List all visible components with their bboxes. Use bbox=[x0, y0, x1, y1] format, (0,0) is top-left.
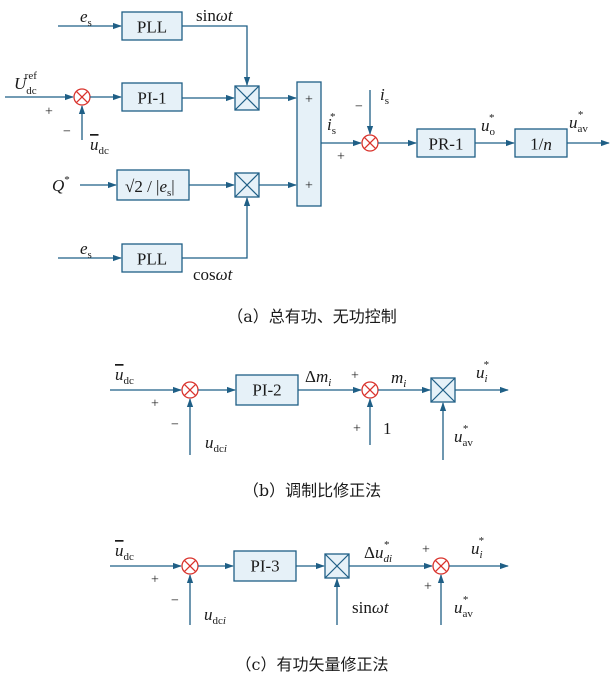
uav-star-label-b: uav* bbox=[454, 423, 473, 449]
dudi-label: Δudi* bbox=[364, 539, 392, 565]
pll-top-label: PLL bbox=[137, 18, 167, 37]
uav-star-label-c: uav* bbox=[454, 594, 473, 620]
b-sum2-plus-left: + bbox=[351, 369, 359, 384]
es-bottom-label: es bbox=[80, 239, 92, 261]
c-sum1-plus: + bbox=[151, 573, 159, 588]
caption-c: （c）有功矢量修正法 bbox=[236, 655, 389, 674]
c-sum1-minus: − bbox=[171, 594, 179, 609]
sum1-plus: + bbox=[45, 105, 53, 120]
adder-block bbox=[296, 81, 322, 207]
sum2-plus: + bbox=[337, 150, 345, 165]
udc-label-b: udc bbox=[115, 365, 134, 387]
pi1-label: PI-1 bbox=[137, 89, 166, 108]
dmi-label: Δmi bbox=[305, 367, 331, 389]
pll-bottom-block bbox=[121, 243, 183, 273]
caption-a: （a）总有功、无功控制 bbox=[227, 307, 397, 326]
sqrt-gain-block bbox=[116, 169, 190, 201]
adder-plus-top: + bbox=[305, 93, 313, 108]
is-star-label: is* bbox=[327, 111, 336, 137]
pll-bottom-label: PLL bbox=[137, 250, 167, 269]
udc-label-c: udc bbox=[115, 541, 134, 563]
pr1-block bbox=[416, 128, 476, 158]
pi2-block bbox=[235, 374, 299, 406]
udc-ref-label: Udcref bbox=[14, 70, 37, 97]
udc-feedback-label: udc bbox=[90, 135, 109, 157]
diagram-b: PI-2 udc + − udci Δmi + + 1 mi ui* uav* … bbox=[110, 359, 509, 500]
udci-label-b: udci bbox=[205, 433, 227, 455]
sqrt-gain-text: √2 / |es| bbox=[125, 177, 175, 199]
b-sum1-minus: − bbox=[171, 418, 179, 433]
cos-label: cosωt bbox=[193, 265, 234, 284]
es-top-label: es bbox=[80, 7, 92, 29]
c-sum2-plus-left: + bbox=[422, 543, 430, 558]
caption-b: （b）调制比修正法 bbox=[243, 481, 381, 500]
pr1-label: PR-1 bbox=[429, 135, 464, 154]
sum2-minus: − bbox=[355, 100, 363, 115]
one-over-n-block bbox=[514, 128, 568, 158]
pi3-label: PI-3 bbox=[250, 557, 279, 576]
sin-label-a: sinωt bbox=[196, 6, 234, 25]
ui-star-label-c: ui* bbox=[471, 535, 484, 561]
sin-label-c: sinωt bbox=[352, 598, 390, 617]
diagram-c: PI-3 udc + − udci sinωt Δudi* + + ui* ua… bbox=[110, 535, 509, 674]
pll-top-block bbox=[121, 11, 183, 41]
one-label: 1 bbox=[383, 419, 392, 438]
udci-label-c: udci bbox=[204, 605, 226, 627]
uo-star-label: uo* bbox=[481, 112, 496, 138]
sum1-minus: − bbox=[63, 125, 71, 140]
diagram-a: PLL PI-1 √2 / |es| PLL + + PR-1 1/n bbox=[5, 6, 610, 326]
pi2-label: PI-2 bbox=[252, 381, 281, 400]
adder-plus-bottom: + bbox=[305, 179, 313, 194]
c-sum2-plus-bottom: + bbox=[424, 580, 432, 595]
q-star-label: Q* bbox=[52, 174, 70, 195]
ui-star-label-b: ui* bbox=[476, 359, 489, 385]
b-sum1-plus: + bbox=[151, 397, 159, 412]
pi3-block bbox=[233, 550, 297, 582]
one-over-n-text: 1/n bbox=[530, 135, 552, 154]
uav-star-label-a: uav* bbox=[569, 109, 588, 135]
mi-label: mi bbox=[391, 368, 406, 390]
is-label: is bbox=[380, 85, 389, 107]
b-sum2-plus-bottom: + bbox=[353, 422, 361, 437]
pi1-block bbox=[121, 82, 183, 112]
